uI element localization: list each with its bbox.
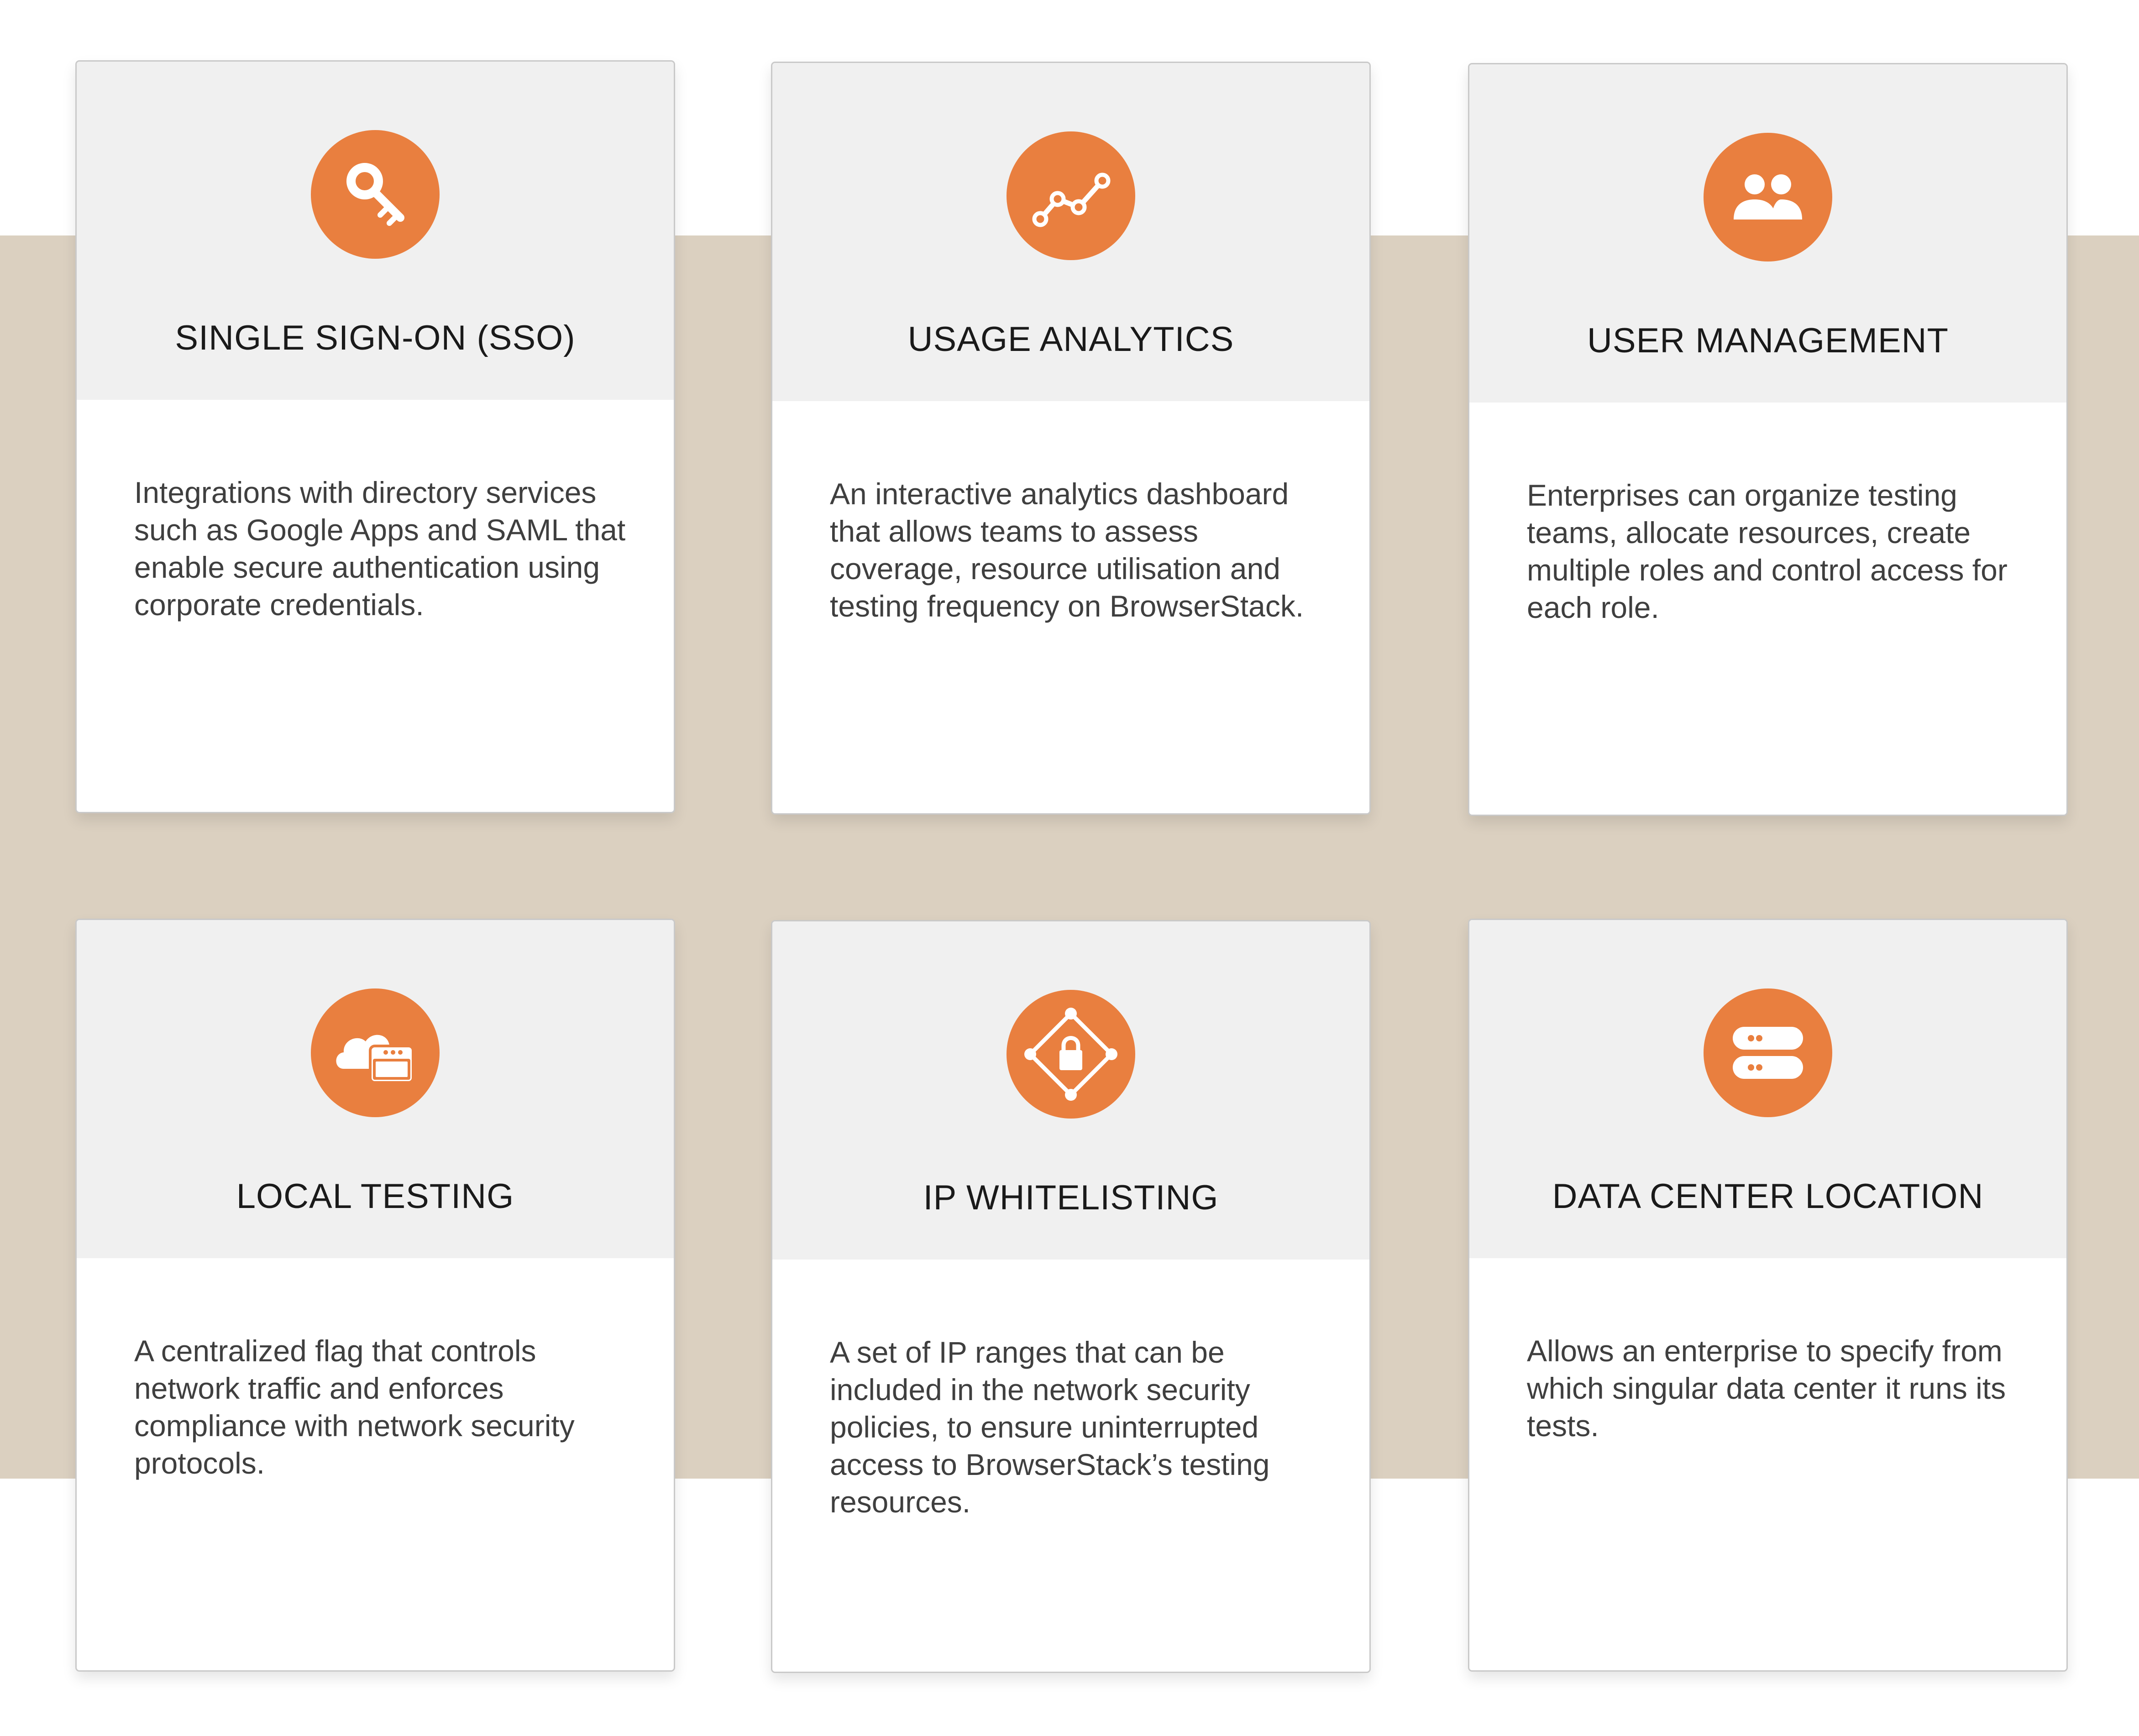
card-title: DATA CENTER LOCATION [1552,1177,1984,1216]
card-header: IP WHITELISTING [772,921,1369,1260]
card-title: LOCAL TESTING [236,1177,514,1216]
card-description: Allows an enterprise to specify from whi… [1527,1334,2006,1443]
server-icon [1704,988,1832,1117]
card-header: SINGLE SIGN-ON (SSO) [77,62,674,400]
card-description: A centralized flag that controls network… [134,1334,575,1480]
card-title: USER MANAGEMENT [1587,321,1949,360]
users-icon [1704,133,1832,261]
card-title: SINGLE SIGN-ON (SSO) [175,319,576,357]
card-header: LOCAL TESTING [77,920,674,1258]
feature-card-usage-analytics: USAGE ANALYTICS An interactive analytics… [771,62,1371,815]
feature-card-user-management: USER MANAGEMENT Enterprises can organize… [1468,63,2068,816]
feature-card-local-testing: LOCAL TESTING A centralized flag that co… [75,919,675,1672]
key-icon [311,130,440,259]
feature-card-data-center-location: DATA CENTER LOCATION Allows an enterpris… [1468,919,2068,1672]
card-title: IP WHITELISTING [923,1178,1219,1217]
card-header: DATA CENTER LOCATION [1469,920,2066,1258]
card-header: USER MANAGEMENT [1469,64,2066,403]
card-title: USAGE ANALYTICS [907,320,1234,359]
card-description: An interactive analytics dashboard that … [830,477,1304,623]
feature-card-ip-whitelisting: IP WHITELISTING A set of IP ranges that … [771,920,1371,1673]
card-description: A set of IP ranges that can be included … [830,1335,1270,1519]
card-header: USAGE ANALYTICS [772,63,1369,401]
feature-card-sso: SINGLE SIGN-ON (SSO) Integrations with d… [75,60,675,813]
analytics-line-icon [1007,131,1135,260]
card-description: Enterprises can organize testing teams, … [1527,478,2008,624]
card-description: Integrations with directory services suc… [134,476,626,622]
cloud-window-icon [311,988,440,1117]
network-lock-icon [1007,990,1135,1119]
